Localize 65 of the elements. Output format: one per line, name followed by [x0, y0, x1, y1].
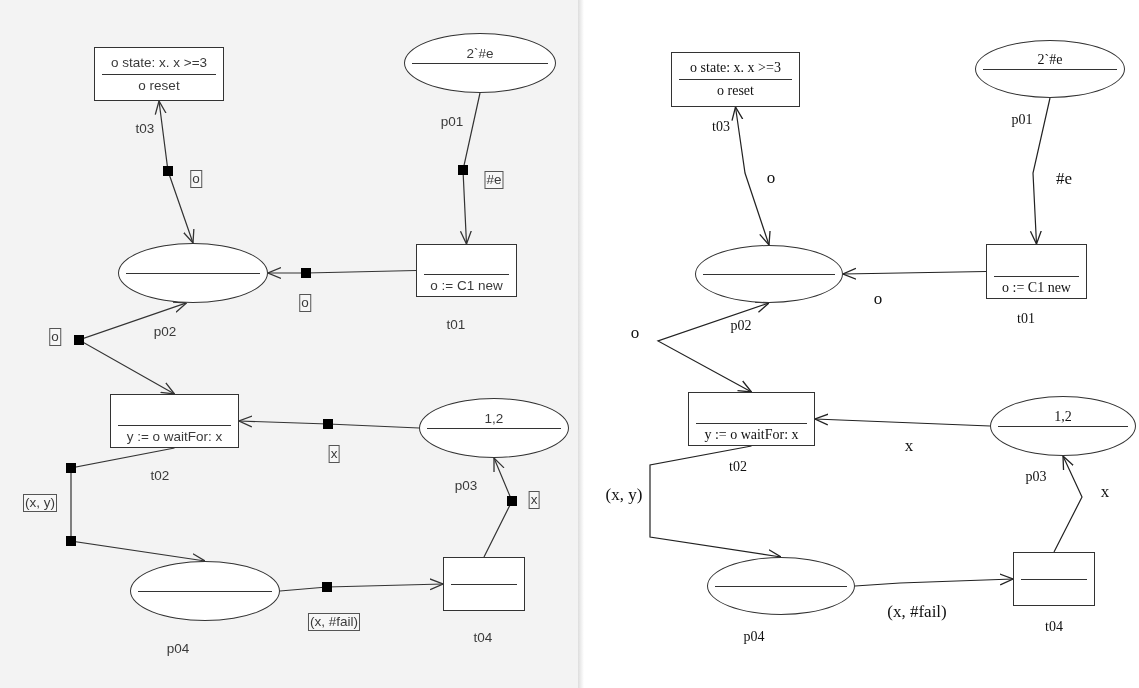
edge-label: (x, y) — [23, 494, 57, 512]
arrow — [483, 457, 513, 558]
arrow — [238, 415, 420, 429]
edge-label: x — [328, 445, 340, 463]
node-label: y := o waitFor: x — [125, 429, 224, 445]
node-name-label: p02 — [730, 318, 752, 334]
node-name-label: t01 — [1017, 311, 1035, 327]
arrow — [656, 301, 770, 393]
arrow — [279, 578, 444, 592]
edge-label: o — [190, 170, 202, 188]
node-label: o := C1 new — [1001, 280, 1072, 296]
edge-label: (x, y) — [605, 487, 643, 503]
arrow — [814, 413, 991, 427]
node-name-label: t04 — [1045, 619, 1063, 635]
node-name-label: t03 — [712, 119, 730, 135]
transition-box — [443, 557, 525, 611]
edge-label: (x, #fail) — [887, 604, 947, 620]
transition-box — [416, 244, 517, 297]
arrow — [731, 106, 771, 246]
node-label: o := C1 new — [429, 278, 504, 294]
edge-label: x — [1100, 484, 1110, 500]
node-name-label: t02 — [729, 459, 747, 475]
arrow — [267, 266, 417, 280]
node-label: 2`#e — [1036, 52, 1064, 68]
node-name-label: p01 — [1011, 112, 1033, 128]
node-label: 1,2 — [1053, 409, 1073, 425]
node-name-label: p02 — [153, 323, 177, 339]
node-name-label: p04 — [166, 640, 190, 656]
node-name-label: p01 — [440, 113, 464, 129]
node-label: o state: x. x >=3 — [109, 54, 209, 71]
edge-label: o — [299, 294, 311, 312]
transition-box — [1013, 552, 1095, 606]
transition-box — [688, 392, 815, 446]
edge-label: o — [873, 291, 883, 307]
edge-label: x — [528, 491, 540, 509]
arrow — [459, 92, 481, 245]
node-name-label: p03 — [454, 477, 478, 493]
node-label: o state: x. x >=3 — [689, 60, 782, 76]
node-name-label: t02 — [150, 467, 170, 483]
edge-label: #e — [1056, 171, 1072, 187]
arrow — [842, 267, 987, 280]
transition-box — [110, 394, 239, 448]
node-label: o reset — [137, 77, 181, 94]
transition-box — [671, 52, 800, 107]
arrow — [1053, 455, 1083, 553]
arrow — [1029, 97, 1051, 245]
node-name-label: t01 — [446, 316, 466, 332]
node-name-label: p04 — [743, 629, 765, 645]
transition-box — [94, 47, 224, 101]
edge-label: (x, #fail) — [308, 613, 360, 631]
node-label: 2`#e — [465, 46, 495, 62]
edge-label: #e — [484, 171, 504, 189]
arrow — [854, 573, 1014, 587]
edge-label: o — [766, 170, 776, 186]
arrow — [154, 100, 195, 244]
node-label: y := o waitFor: x — [703, 427, 800, 443]
node-name-label: p03 — [1025, 469, 1047, 485]
transition-box — [986, 244, 1087, 299]
node-label: o reset — [716, 83, 755, 99]
edge-label: o — [49, 328, 61, 346]
edge-label: o — [630, 325, 640, 341]
node-name-label: t03 — [135, 120, 155, 136]
edge-label: x — [904, 438, 914, 454]
node-label: 1,2 — [483, 411, 505, 427]
node-name-label: t04 — [473, 629, 493, 645]
